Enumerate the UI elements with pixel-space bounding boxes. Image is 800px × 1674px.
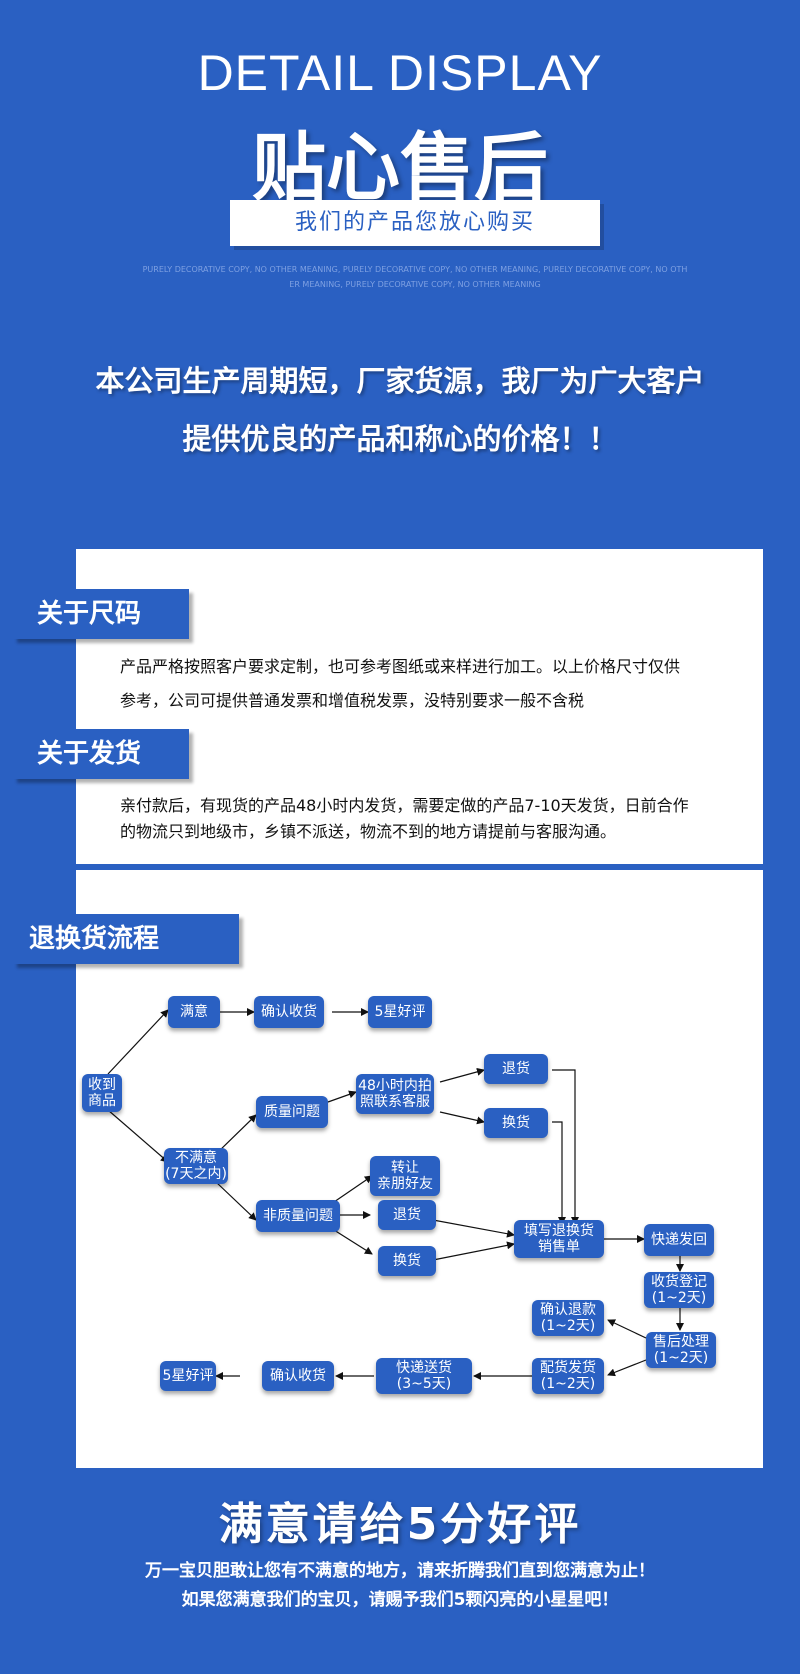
footer-line-2: 如果您满意我们的宝贝，请赐予我们5颗闪亮的小星星吧！ — [181, 1590, 619, 1610]
node-refund-top: 退货 — [484, 1054, 548, 1084]
arrow-received-satisfied — [107, 1009, 169, 1075]
node-receive-register: 收货登记 (1~2天) — [644, 1272, 714, 1308]
node-received: 收到 商品 — [82, 1074, 122, 1112]
section-title-size: 关于尺码 — [13, 589, 189, 639]
decorative-copy: PURELY DECORATIVE COPY, NO OTHER MEANING… — [140, 262, 690, 292]
node-contact-service: 48小时内拍 照联系客服 — [356, 1074, 434, 1114]
node-quality-issue: 质量问题 — [256, 1096, 328, 1128]
node-fill-form: 填写退换货 销售单 — [514, 1220, 604, 1258]
footer-line-1: 万一宝贝胆敢让您有不满意的地方，请来折腾我们直到您满意为止！ — [145, 1561, 655, 1581]
node-satisfied: 满意 — [168, 996, 220, 1028]
arrow-aftersale-delivery — [607, 1359, 647, 1377]
header-subtitle: 我们的产品您放心购买 — [294, 210, 535, 235]
node-express-return: 快递发回 — [644, 1224, 714, 1256]
arrow-exchangetop-fill — [552, 1121, 566, 1225]
node-non-quality-issue: 非质量问题 — [256, 1200, 340, 1232]
header-title-en: DETAIL DISPLAY — [197, 45, 603, 101]
header-title-cn: 贴心售后 — [252, 125, 548, 211]
size-text: 产品严格按照客户要求定制，也可参考图纸或来样进行加工。以上价格尺寸仅供 参考，公… — [120, 650, 732, 718]
arrow-exchange-fill — [432, 1241, 515, 1261]
node-after-sale: 售后处理 (1~2天) — [646, 1332, 716, 1368]
size-text-line-1: 产品严格按照客户要求定制，也可参考图纸或来样进行加工。以上价格尺寸仅供 — [120, 657, 681, 676]
section-title-shipping: 关于发货 — [13, 729, 189, 779]
arrow-nonquality-transfer — [333, 1175, 373, 1203]
decorative-line-2: ER MEANING, PURELY DECORATIVE COPY, NO O… — [289, 280, 541, 289]
node-five-star-top: 5星好评 — [368, 996, 432, 1028]
node-refund-mid: 退货 — [378, 1200, 436, 1230]
intro-line-2: 提供优良的产品和称心的价格！！ — [182, 422, 618, 456]
arrow-contact-refund — [439, 1067, 485, 1083]
node-delivery: 配货发货 (1~2天) — [532, 1358, 604, 1394]
shipping-text: 亲付款后，有现货的产品48小时内发货，需要定做的产品7-10天发货，日前合作 的… — [120, 793, 732, 845]
shipping-text-line-2: 的物流只到地级市，乡镇不派送，物流不到的地方请提前与客服沟通。 — [120, 822, 617, 841]
arrow-contact-exchange — [439, 1111, 485, 1125]
node-confirm-refund: 确认退款 (1~2天) — [532, 1300, 604, 1336]
arrow-nonquality-exchange — [333, 1229, 373, 1255]
header-subtitle-box: 我们的产品您放心购买 — [230, 200, 600, 246]
flow-arrows — [107, 1008, 684, 1380]
node-transfer: 转让 亲朋好友 — [370, 1156, 440, 1196]
node-confirm-receipt-bottom: 确认收货 — [262, 1361, 334, 1391]
intro-line-1: 本公司生产周期短，厂家货源，我厂为广大客户 — [95, 364, 705, 398]
node-unsatisfied: 不满意 (7天之内) — [164, 1148, 228, 1184]
arrow-quality-contact — [327, 1090, 357, 1103]
node-express-send: 快递送货 (3~5天) — [376, 1358, 472, 1394]
arrow-unsatisfied-quality — [215, 1114, 257, 1155]
size-text-line-2: 参考，公司可提供普通发票和增值税发票，没特别要求一般不含税 — [120, 691, 585, 710]
arrow-received-unsatisfied — [107, 1109, 169, 1163]
shipping-text-line-1: 亲付款后，有现货的产品48小时内发货，需要定做的产品7-10天发货，日前合作 — [120, 796, 689, 815]
node-exchange-mid: 换货 — [378, 1246, 436, 1276]
decorative-line-1: PURELY DECORATIVE COPY, NO OTHER MEANING… — [142, 265, 688, 274]
node-five-star-bottom: 5星好评 — [160, 1361, 216, 1391]
info-panel — [76, 549, 763, 864]
footer-title: 满意请给5分好评 — [218, 1499, 582, 1550]
arrow-aftersale-refund — [607, 1319, 647, 1339]
node-exchange-top: 换货 — [484, 1108, 548, 1138]
node-confirm-receipt-top: 确认收货 — [254, 996, 324, 1028]
arrow-unsatisfied-nonquality — [215, 1181, 257, 1221]
return-flowchart: 收到 商品 满意 确认收货 5星好评 不满意 (7天之内) 质量问题 48小时内… — [76, 990, 763, 1426]
section-title-return: 退换货流程 — [13, 914, 239, 964]
arrow-refundtop-fill — [552, 1069, 579, 1225]
arrow-refund-fill — [432, 1219, 515, 1238]
